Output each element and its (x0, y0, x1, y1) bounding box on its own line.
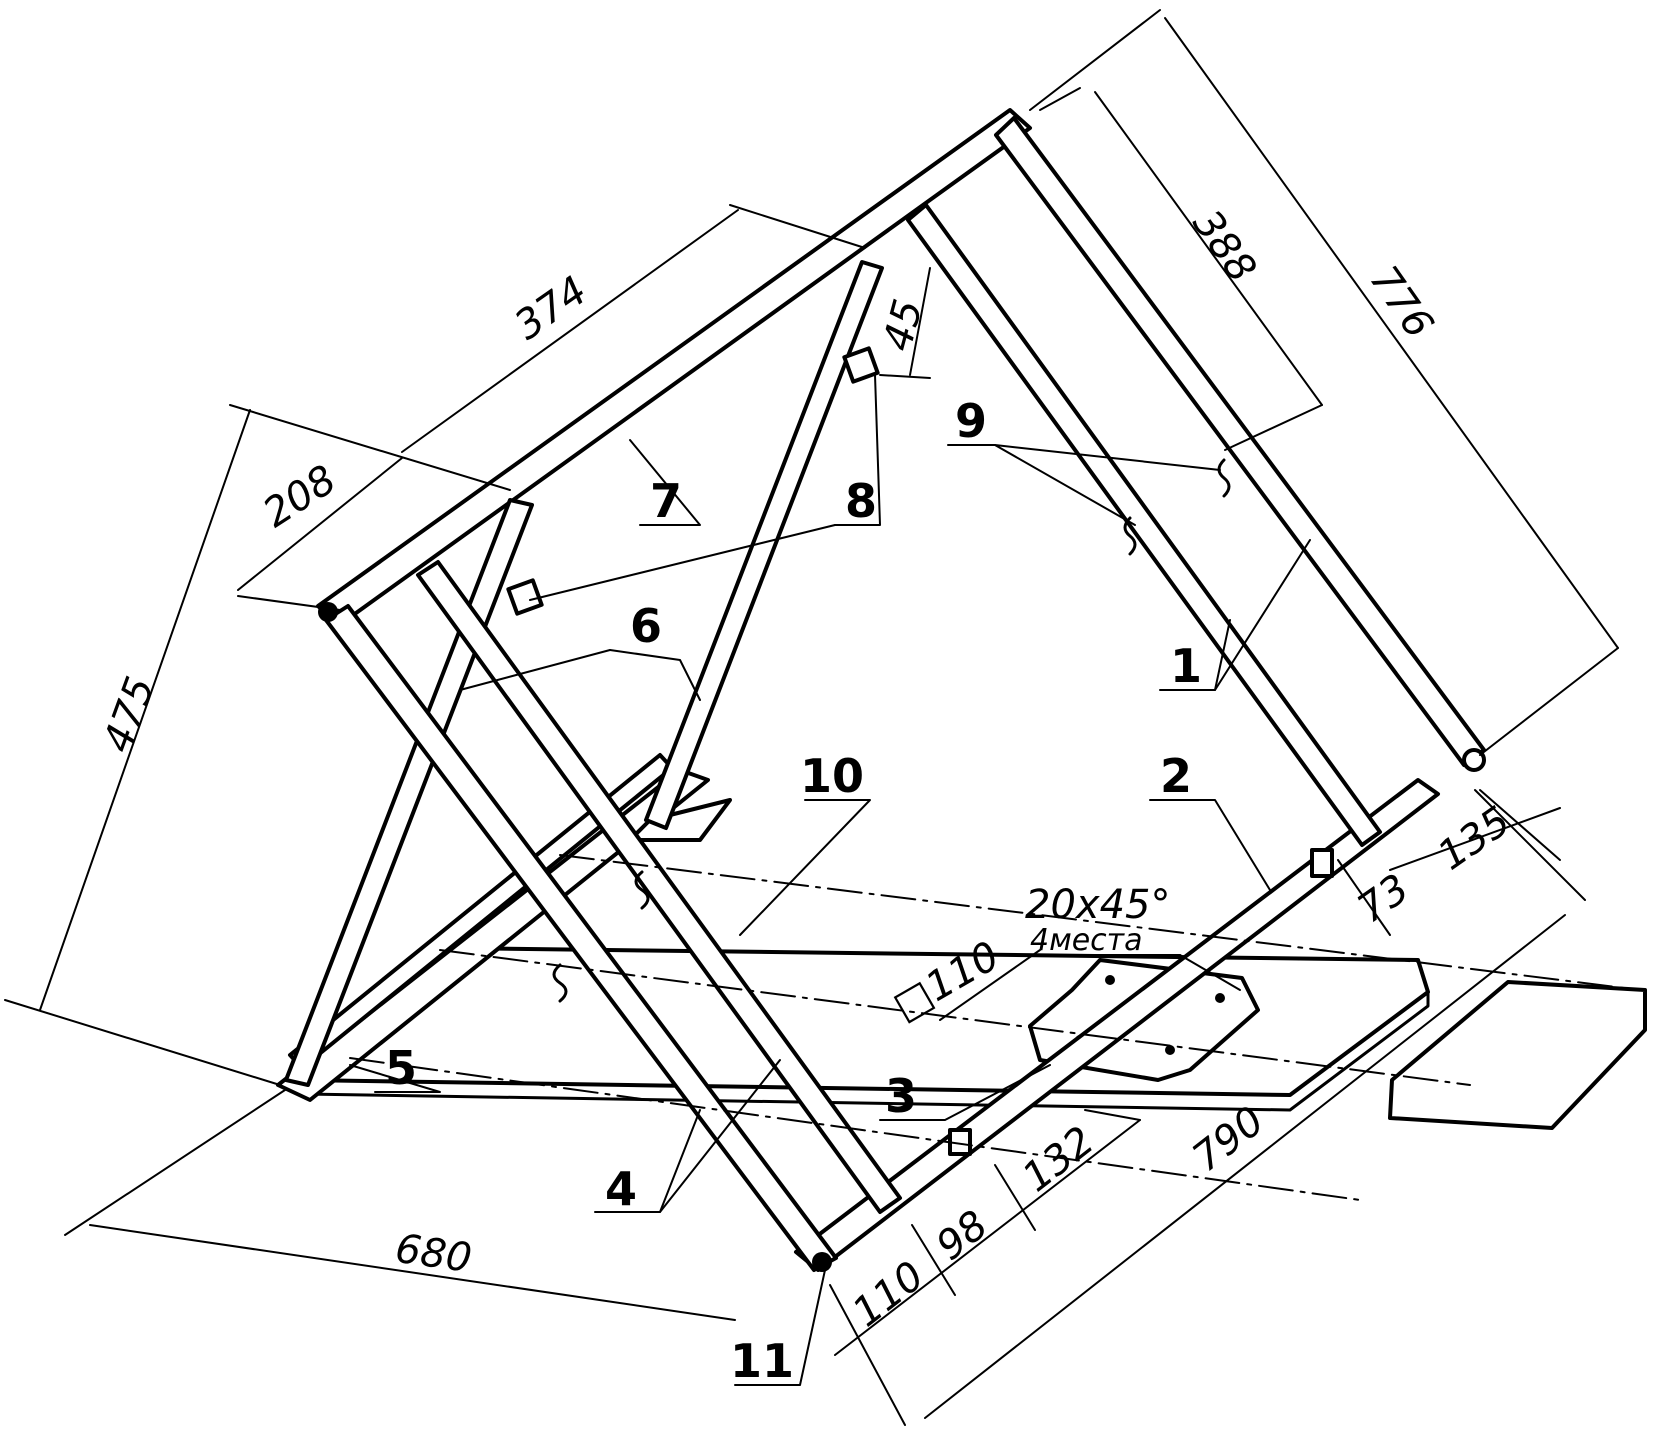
callout-5: 5 (385, 1041, 417, 1095)
bracket-8b (506, 578, 544, 616)
bolt-2 (1310, 848, 1334, 878)
callout-9: 9 (955, 394, 987, 448)
callout-11: 11 (730, 1334, 794, 1388)
dim-73: 73 (1337, 859, 1418, 936)
dim-45: 45 (875, 267, 932, 379)
callout-2: 2 (1160, 749, 1192, 803)
callout-7: 7 (650, 474, 682, 528)
dim-98-label: 98 (928, 1202, 996, 1270)
chamfer-note: 20x45° 4места (1009, 882, 1241, 991)
dim-208-label: 208 (255, 457, 344, 537)
dim-73-label: 73 (1350, 866, 1418, 933)
dim-bottom-segments: 110 98 132 (834, 1109, 1141, 1356)
callout-10: 10 (800, 749, 864, 803)
leaders (349, 374, 1311, 1386)
bracket-8a (842, 346, 880, 384)
hook-9a (1217, 458, 1231, 498)
hook-left-1 (634, 870, 650, 910)
hook-9b (1123, 516, 1137, 556)
axis-lines (349, 854, 1641, 1201)
dim-374-label: 374 (507, 268, 596, 349)
board-right (1388, 980, 1647, 1130)
dim-135-label: 135 (1430, 798, 1519, 879)
callout-8: 8 (845, 474, 877, 528)
hook-left-2 (552, 963, 568, 1003)
callout-4: 4 (605, 1162, 637, 1216)
chamfer-label: 20x45° (1025, 882, 1170, 928)
middle-strut (644, 260, 884, 830)
top-beam (316, 108, 1032, 628)
callout-6: 6 (630, 599, 662, 653)
callout-1: 1 (1170, 639, 1202, 693)
callout-3: 3 (885, 1069, 917, 1123)
dim-132-label: 132 (1014, 1118, 1102, 1201)
dim-776-label: 776 (1361, 258, 1442, 347)
chamfer-note-label: 4места (1030, 923, 1143, 958)
dim-110-label: 110 (844, 1253, 932, 1336)
inner-diagonal (416, 560, 902, 1214)
dim-388: 388 (1039, 87, 1323, 451)
dim-388-label: 388 (1183, 202, 1264, 291)
dim-680: 680 (64, 1089, 736, 1321)
dim-776: 776 (1029, 9, 1619, 756)
dim-475-label: 475 (95, 671, 164, 758)
left-leg-front (324, 604, 838, 1272)
dim-680-label: 680 (392, 1226, 474, 1282)
